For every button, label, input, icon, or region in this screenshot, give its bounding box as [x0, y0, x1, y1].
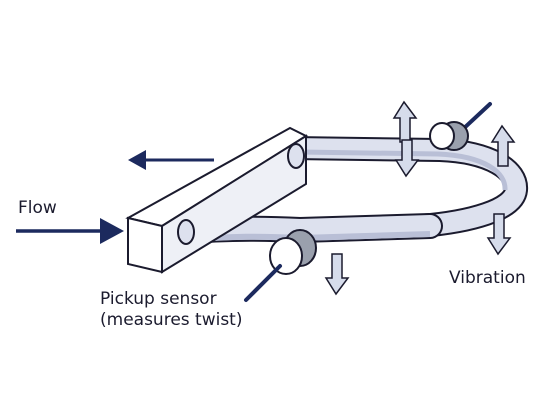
vibration-arrow-up: [392, 100, 418, 143]
pickup-sensor-label-line2: (measures twist): [100, 310, 243, 330]
upper-pickup-sensor: [429, 102, 492, 151]
manifold-block: [125, 126, 309, 274]
pickup-sensor-label: Pickup sensor (measures twist): [100, 289, 242, 331]
flow-label: Flow: [18, 198, 57, 218]
vibration-arrows: [324, 100, 516, 296]
vibration-arrow-up: [490, 124, 516, 167]
vibration-arrow-down: [486, 213, 512, 256]
vibration-arrow-down: [324, 253, 350, 296]
tube-stubs: [177, 143, 305, 245]
vibration-arrow-down: [394, 139, 420, 178]
vibration-label: Vibration: [449, 268, 526, 288]
outlet-flow-arrow: [128, 150, 214, 170]
inlet-flow-arrow: [16, 218, 124, 244]
lower-pickup-sensor: [244, 229, 317, 302]
pickup-sensor-label-line1: Pickup sensor: [100, 289, 217, 309]
